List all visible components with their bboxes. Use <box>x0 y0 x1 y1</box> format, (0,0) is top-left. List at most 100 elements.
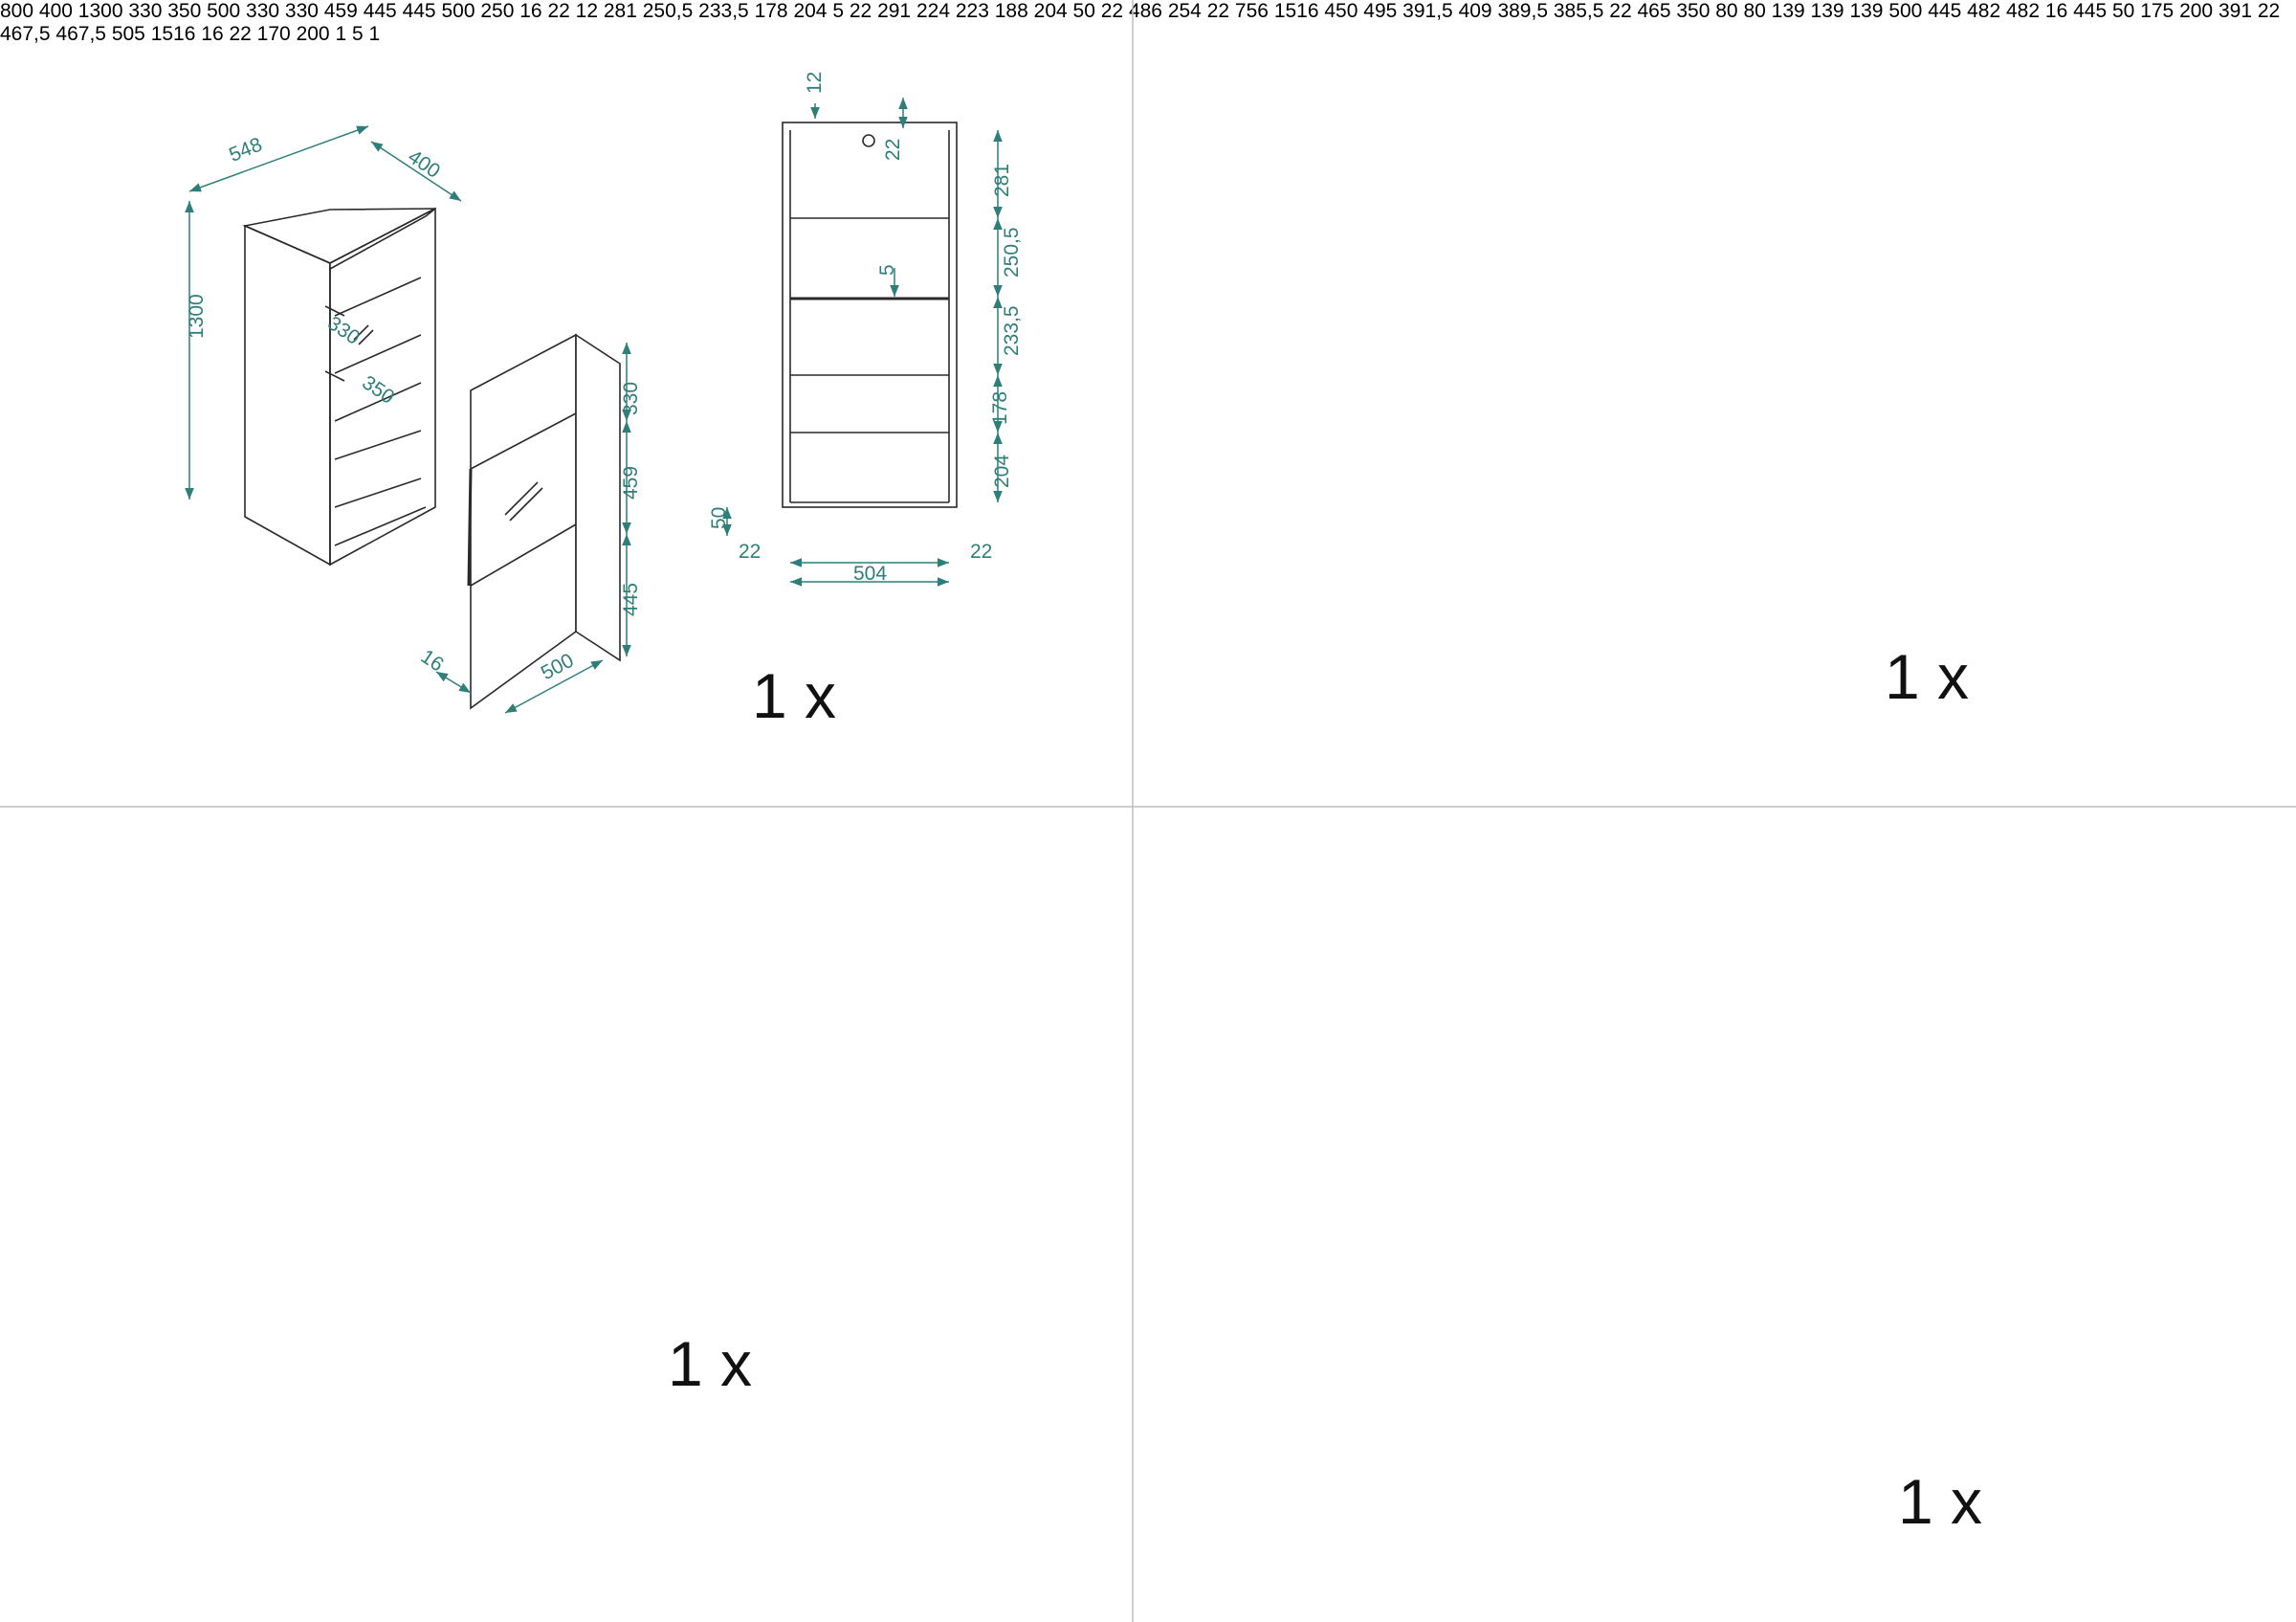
dim-front-1-h4: 178 <box>989 391 1011 425</box>
dim-front-2-side-left: 22 <box>1100 0 1124 22</box>
dim-cabinet-2-width: 800 <box>0 0 34 22</box>
dim-front-1-glass: 5 <box>876 264 898 276</box>
dim-front-1-h5: 204 <box>991 455 1013 488</box>
dim-cabinet-1-depth: 400 <box>404 145 444 183</box>
dim-front-2-plinth: 50 <box>1072 0 1095 22</box>
dim-front-2-total: 756 <box>1234 0 1269 22</box>
panel-1-dimension-labels: 548 400 1300 330 350 330 459 445 500 16 … <box>186 72 1023 685</box>
dim-door-1-bottom: 445 <box>620 583 642 616</box>
panel-3-dimension-labels: 1516 450 495 391,5 409 389,5 385,5 22 46… <box>0 0 2280 45</box>
dim-front-1-side-left: 22 <box>739 541 761 563</box>
dim-sideboard-door-width-2: 482 <box>2006 0 2041 22</box>
dim-front-2-r3: 223 <box>955 0 989 22</box>
dim-sideboard-door-thickness: 16 <box>2044 0 2068 22</box>
dim-shelf-front-left: 1 <box>335 23 347 45</box>
dim-glass-shelf-2-2: 350 <box>167 0 202 22</box>
dim-door-2-thickness: 16 <box>519 0 542 22</box>
dim-front-1-h1: 281 <box>991 164 1013 197</box>
dim-drawer-height-1: 80 <box>1715 0 1738 22</box>
dim-sideboard-inner-1: 391,5 <box>1402 0 1453 22</box>
dim-shelf-thickness: 16 <box>201 23 224 45</box>
dim-sideboard-front-s1: 175 <box>2140 0 2175 22</box>
dim-front-2-top: 12 <box>575 0 599 22</box>
quantity-label-2: 1 x <box>1885 641 1970 712</box>
dim-sideboard-front-w2: 467,5 <box>55 23 106 45</box>
dim-front-1-width: 504 <box>853 563 887 585</box>
dim-front-2-l4: 178 <box>754 0 788 22</box>
dim-front-2-r5: 204 <box>1033 0 1068 22</box>
quantity-label-4: 1 x <box>1898 1466 1983 1537</box>
dim-drawer-width: 465 <box>1637 0 1671 22</box>
panel-4-wall-shelf: 1516 16 22 170 200 1 5 1 <box>151 23 381 45</box>
panel-2-double-cabinet: 800 400 1300 330 350 500 330 330 459 445… <box>0 0 1274 22</box>
dim-front-2-l3: 233,5 <box>698 0 749 22</box>
dim-shelf-depth: 200 <box>296 23 330 45</box>
dim-front-2-l2: 250,5 <box>642 0 694 22</box>
dim-drawer-front-3: 139 <box>1849 0 1884 22</box>
dim-sideboard-front-s3: 391 <box>2218 0 2253 22</box>
dim-front-2-r2: 224 <box>916 0 951 22</box>
dim-front-1-h3: 233,5 <box>1001 305 1023 356</box>
dim-front-2-top-left: 22 <box>547 0 570 22</box>
dim-sideboard-front-side: 22 <box>2257 0 2281 22</box>
panel-1-single-cabinet: 548 400 1300 330 350 330 459 445 500 16 … <box>185 72 1023 714</box>
dim-sideboard-height: 495 <box>1363 0 1398 22</box>
dim-shelf-length: 1516 <box>150 23 196 45</box>
dim-sideboard-width: 1516 <box>1273 0 1319 22</box>
door-1-isometric <box>467 333 621 710</box>
dim-sideboard-inner-2: 409 <box>1458 0 1492 22</box>
panel-1-dimension-lines <box>185 98 1003 714</box>
dim-front-2-l1: 281 <box>603 0 637 22</box>
dim-sideboard-front-plinth: 50 <box>2111 0 2135 22</box>
dim-sideboard-door-width-1: 482 <box>1967 0 2001 22</box>
dim-front-2-side-right: 22 <box>1206 0 1230 22</box>
dim-door-2-top: 330 <box>284 0 319 22</box>
dim-cabinet-2-height: 1300 <box>77 0 123 22</box>
panel-3-sideboard: 1516 450 495 391,5 409 389,5 385,5 22 46… <box>0 0 2280 45</box>
panel-4-dimension-labels: 1516 16 22 170 200 1 5 1 <box>151 23 381 45</box>
dim-shelf-height: 170 <box>256 23 291 45</box>
dim-front-1-gap: 22 <box>882 139 904 161</box>
dim-sideboard-inner-4: 385,5 <box>1553 0 1604 22</box>
dim-front-2-mid: 22 <box>849 0 872 22</box>
dim-front-2-l5: 204 <box>793 0 828 22</box>
dim-sideboard-front-w3: 505 <box>111 23 145 45</box>
dim-front-1-plinth: 50 <box>708 507 730 529</box>
dim-front-2-r1: 291 <box>877 0 912 22</box>
dim-door-2-side-depth: 250 <box>480 0 515 22</box>
dim-drawer-front-2: 139 <box>1810 0 1844 22</box>
dim-front-1-h2: 250,5 <box>1001 227 1023 278</box>
dim-front-1-side-right: 22 <box>970 541 992 563</box>
dim-drawer-front-1: 139 <box>1771 0 1805 22</box>
dim-front-2-glass: 5 <box>832 0 845 22</box>
quantity-label-3: 1 x <box>668 1328 753 1399</box>
dim-shelf-front-right: 1 <box>368 23 381 45</box>
dim-shelf-front-groove: 5 <box>351 23 364 45</box>
dim-sideboard-inner-3: 389,5 <box>1497 0 1549 22</box>
dim-drawer-height-2: 80 <box>1743 0 1766 22</box>
dim-sideboard-depth: 450 <box>1324 0 1358 22</box>
dim-door-2-top-width: 500 <box>207 0 241 22</box>
dim-drawer-front-width: 500 <box>1888 0 1923 22</box>
panel-2-dimension-labels: 800 400 1300 330 350 500 330 330 459 445… <box>0 0 1274 22</box>
dim-sideboard-front-height: 445 <box>2073 0 2108 22</box>
dim-sideboard-front-s2: 200 <box>2179 0 2214 22</box>
dim-sideboard-door-height: 445 <box>1928 0 1962 22</box>
dim-door-2-mid: 459 <box>323 0 358 22</box>
dim-door-2-width: 500 <box>441 0 475 22</box>
dim-sideboard-front-w1: 467,5 <box>0 23 51 45</box>
dim-front-2-width-1: 486 <box>1128 0 1162 22</box>
dim-door-2-bottom: 445 <box>363 0 397 22</box>
dim-door-2-side: 445 <box>402 0 436 22</box>
dim-door-1-mid: 459 <box>620 466 642 500</box>
quantity-label-1: 1 x <box>752 660 837 731</box>
dim-glass-shelf-2-1: 330 <box>128 0 163 22</box>
cabinet-1-front-view <box>782 122 958 508</box>
dim-door-2-top-side: 330 <box>246 0 280 22</box>
dim-sideboard-top-thickness: 22 <box>1609 0 1632 22</box>
dim-drawer-depth: 350 <box>1676 0 1711 22</box>
dim-shelf-wall-height: 22 <box>229 23 252 45</box>
dim-cabinet-1-height: 1300 <box>186 294 208 339</box>
dim-front-2-r4: 188 <box>994 0 1028 22</box>
